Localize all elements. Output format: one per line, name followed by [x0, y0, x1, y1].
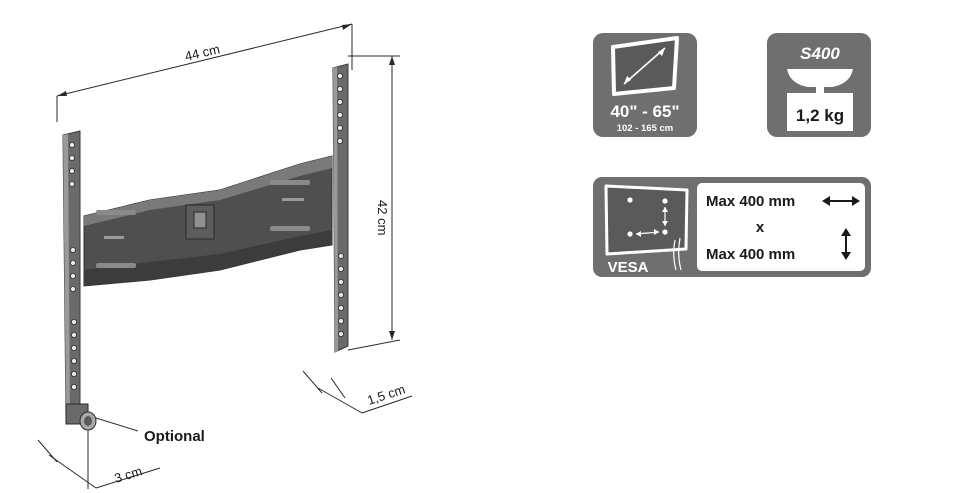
diagonal-arrow-icon [623, 47, 666, 85]
vesa-max-horizontal: Max 400 mm [706, 193, 795, 210]
vertical-arrow-icon [841, 228, 851, 260]
wall-bracket [62, 63, 349, 431]
optional-label: Optional [144, 428, 205, 445]
screen-size-inches: 40" - 65" [610, 102, 679, 121]
right-rail-holes [336, 73, 344, 337]
vesa-label: VESA [608, 259, 649, 276]
screen-size-cm: 102 - 165 cm [617, 123, 674, 134]
horizontal-arrow-icon [822, 196, 860, 206]
vesa-max-vertical: Max 400 mm [706, 246, 795, 263]
screen-size-badge: 40" - 65" 102 - 165 cm [593, 33, 697, 137]
clearance-dimension-label: 3 cm [112, 463, 143, 486]
load-series-label: S400 [800, 44, 840, 63]
load-weight-label: 1,2 kg [796, 106, 844, 125]
left-rail-holes [69, 141, 78, 390]
vesa-separator: x [756, 219, 765, 236]
optional-spacer [65, 403, 97, 431]
dimension-lines [37, 23, 413, 489]
vesa-screen-icon [604, 184, 689, 256]
depth-dimension-label: 1,5 cm [365, 382, 407, 408]
height-dimension-label: 42 cm [375, 200, 390, 235]
vesa-badge: VESA Max 400 mm x Max 400 mm [593, 177, 871, 277]
scale-icon [787, 69, 853, 87]
dimension-arrows [57, 24, 395, 340]
load-capacity-badge: S400 1,2 kg [767, 33, 871, 137]
